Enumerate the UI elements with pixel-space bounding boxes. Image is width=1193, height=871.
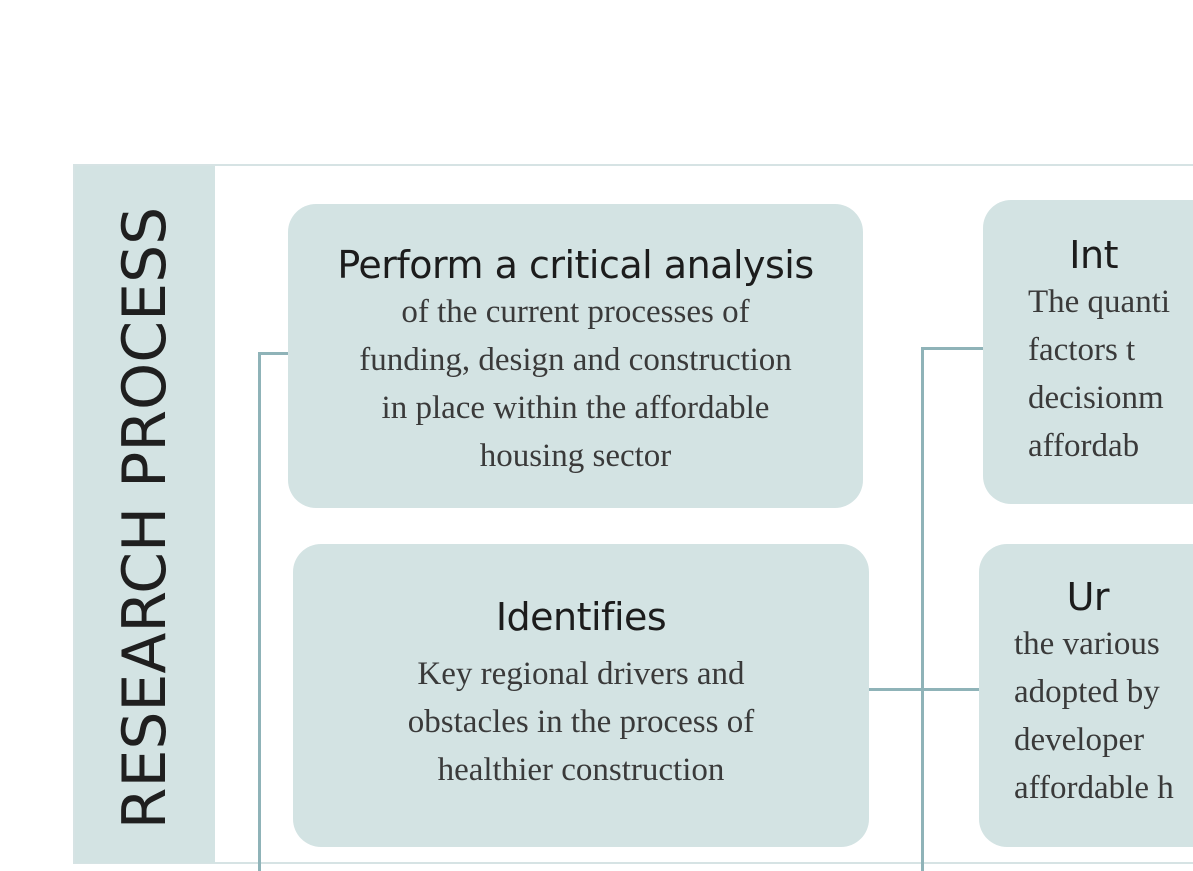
diagram-frame <box>73 164 1193 864</box>
analysis-title: Perform a critical analysis <box>337 243 814 287</box>
right-top-content: Int The quanti factors t decisionm affor… <box>983 232 1193 470</box>
right-bottom-box: Ur the various adopted by developer affo… <box>979 544 1193 847</box>
right-bottom-content: Ur the various adopted by developer affo… <box>979 574 1193 812</box>
analysis-box: Perform a critical analysis of the curre… <box>288 204 863 508</box>
connector-left-vertical <box>258 352 261 871</box>
identifies-box: Identifies Key regional drivers and obst… <box>293 544 869 847</box>
connector-right-horizontal <box>921 347 983 350</box>
connector-left-horizontal <box>258 352 289 355</box>
right-bottom-body: the various adopted by developer afforda… <box>1014 626 1174 806</box>
right-bottom-title: Ur <box>1066 575 1110 619</box>
sidebar-title: RESEARCH PROCESS <box>110 206 180 830</box>
identifies-title: Identifies <box>495 595 667 639</box>
sidebar-panel <box>75 166 215 863</box>
right-top-body: The quanti factors t decisionm affordab <box>1028 284 1171 464</box>
right-top-box: Int The quanti factors t decisionm affor… <box>983 200 1193 504</box>
connector-right-vertical <box>921 347 924 871</box>
right-top-title: Int <box>1069 233 1118 277</box>
analysis-body: of the current processes of funding, des… <box>359 294 792 474</box>
identifies-body: Key regional drivers and obstacles in th… <box>407 656 755 788</box>
